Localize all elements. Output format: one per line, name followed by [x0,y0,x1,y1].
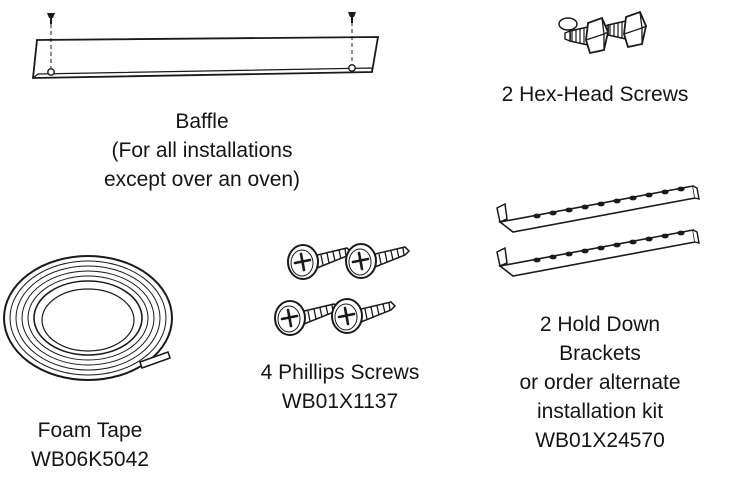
baffle-label-line-2: (For all installations [111,139,293,162]
phillips-screw-icon [273,242,411,337]
hold-down-bracket-icon [496,185,700,277]
foam-tape-label-line-2: WB06K5042 [31,448,149,471]
brackets-label-line-4: installation kit [536,400,664,423]
baffle-label: Baffle (For all installations except ove… [62,107,342,194]
phillips-screws-label-line-1: 4 Phillips Screws [260,361,420,384]
foam-tape-roll-icon [3,255,173,381]
foam-tape-label: Foam Tape WB06K5042 [0,416,180,474]
baffle-label-line-1: Baffle [175,110,229,133]
hex-head-screw-icon [558,11,647,54]
brackets-label-line-1: 2 Hold Down [539,313,661,336]
hex-screws-label: 2 Hex-Head Screws [470,80,720,109]
brackets-label-line-3: or order alternate [519,371,681,394]
brackets-label-line-2: Brackets [559,342,641,365]
brackets-label-line-5: WB01X24570 [535,429,665,452]
hex-screws-label-line-1: 2 Hex-Head Screws [501,83,689,106]
phillips-screws-label: 4 Phillips Screws WB01X1137 [215,358,465,416]
baffle-plate-icon [31,12,380,79]
foam-tape-label-line-1: Foam Tape [37,419,143,442]
baffle-label-line-3: except over an oven) [103,168,301,191]
brackets-label: 2 Hold Down Brackets or order alternate … [480,310,720,455]
phillips-screws-label-line-2: WB01X1137 [281,390,399,413]
